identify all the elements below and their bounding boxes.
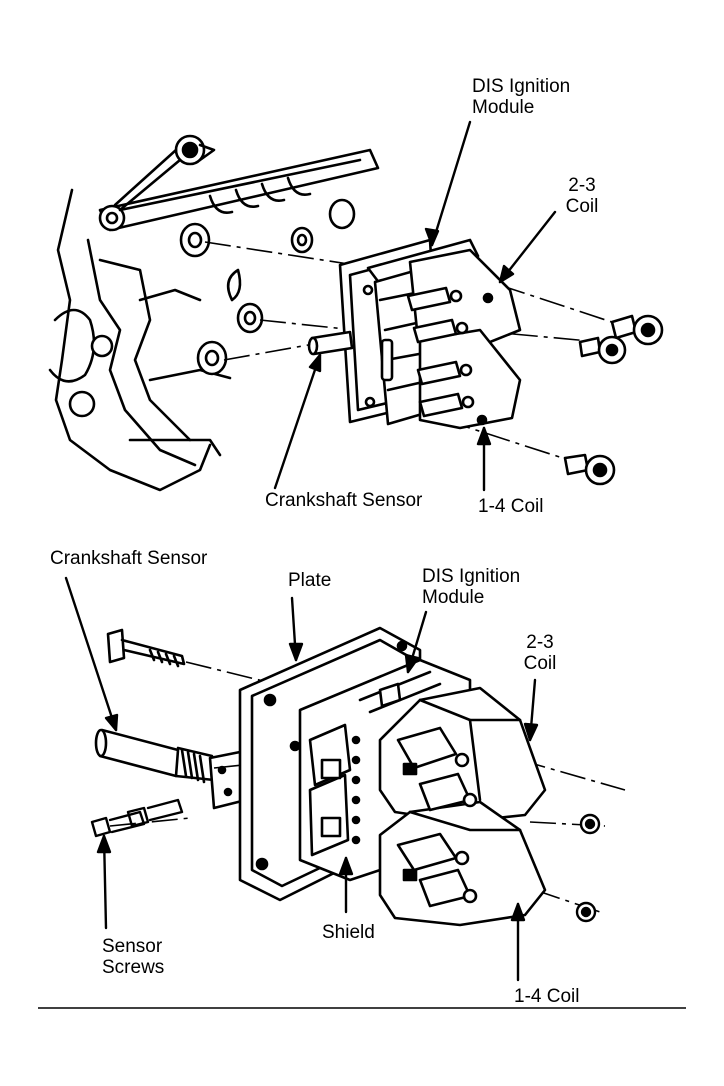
bottom-coil-23-label-line1: 2-3 [526, 632, 554, 653]
top-dis-module-label: DIS Ignition Module [472, 76, 570, 118]
bottom-sensor-screws-label-line2: Screws [102, 957, 165, 978]
bottom-sensor-screws-label-line1: Sensor [102, 936, 163, 957]
bottom-sensor-screws-label: Sensor Screws [102, 936, 164, 978]
top-dis-module-label-line2: Module [472, 97, 535, 118]
top-coil-bolts [563, 314, 664, 486]
top-engine-block [48, 148, 380, 492]
top-coil-23-label-line2: Coil [565, 196, 599, 217]
bottom-coil-14-label: 1-4 Coil [514, 986, 580, 1007]
bottom-coil-nuts [575, 813, 601, 923]
top-crank-sensor-label: Crankshaft Sensor [265, 490, 423, 511]
bottom-coil-pack [378, 686, 547, 927]
bottom-crank-sensor-label: Crankshaft Sensor [50, 548, 208, 569]
bottom-shield-label: Shield [322, 922, 375, 943]
top-leader-lines [273, 120, 557, 492]
bottom-plate-label: Plate [288, 570, 332, 591]
bottom-dis-module-label-line1: DIS Ignition [422, 566, 521, 587]
bottom-dis-module-label: DIS Ignition Module [422, 566, 520, 608]
bottom-long-bolt [106, 628, 186, 668]
bottom-coil-23-label: 2-3 Coil [514, 632, 566, 674]
top-stud-nuts [113, 134, 216, 212]
top-coil-pack [406, 248, 522, 430]
top-dis-module-label-line1: DIS Ignition [472, 76, 571, 97]
bottom-leader-lines [64, 576, 539, 982]
top-coil-23-label-line1: 2-3 [568, 175, 596, 196]
bottom-coil-23-label-line2: Coil [523, 653, 557, 674]
bottom-sensor-screws [90, 798, 184, 838]
top-coil-23-label: 2-3 Coil [556, 175, 608, 217]
top-coil-14-label: 1-4 Coil [478, 496, 544, 517]
bottom-crank-sensor [94, 728, 248, 810]
bottom-dis-module-label-line2: Module [422, 587, 485, 608]
